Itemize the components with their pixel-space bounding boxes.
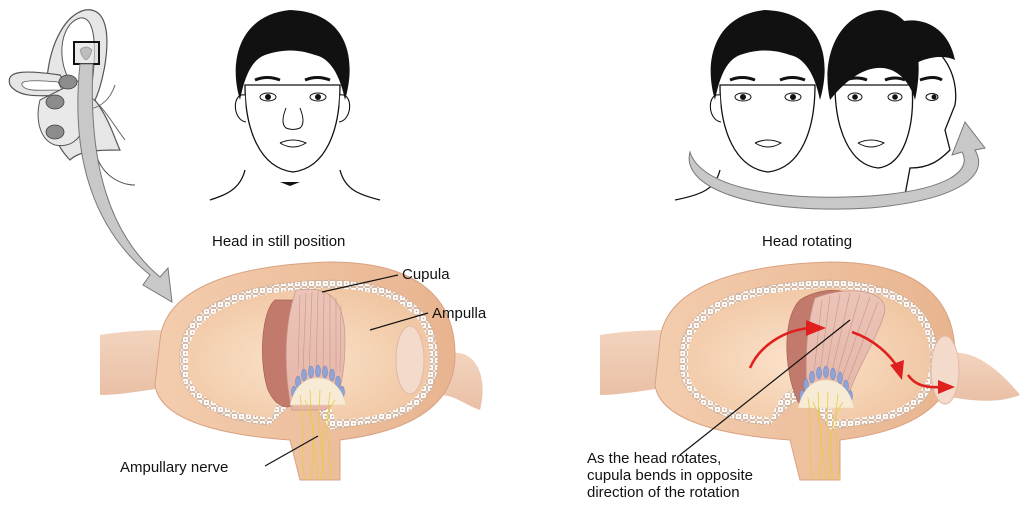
caption-head-rotating: Head rotating — [762, 233, 853, 250]
label-ampullary-nerve: Ampullary nerve — [120, 459, 229, 476]
head-rotating-illustration — [674, 10, 957, 201]
zoom-arrow-icon — [77, 63, 173, 303]
ampulla-rotating — [600, 261, 1020, 481]
ampulla-still — [100, 261, 483, 481]
inner-ear-labyrinth — [8, 9, 136, 186]
nerve-pointer — [264, 435, 319, 467]
annotation-pointer — [679, 319, 851, 456]
caption-head-still: Head in still position — [212, 233, 346, 250]
annotation-rotation: As the head rotates, cupula bends in opp… — [587, 450, 753, 501]
head-still-illustration — [209, 10, 381, 201]
ampulla-pointer — [369, 312, 429, 331]
rotation-arrow-icon — [688, 120, 986, 210]
label-ampulla: Ampulla — [432, 305, 487, 322]
cupula-pointer — [321, 274, 399, 293]
label-cupula: Cupula — [402, 266, 450, 283]
